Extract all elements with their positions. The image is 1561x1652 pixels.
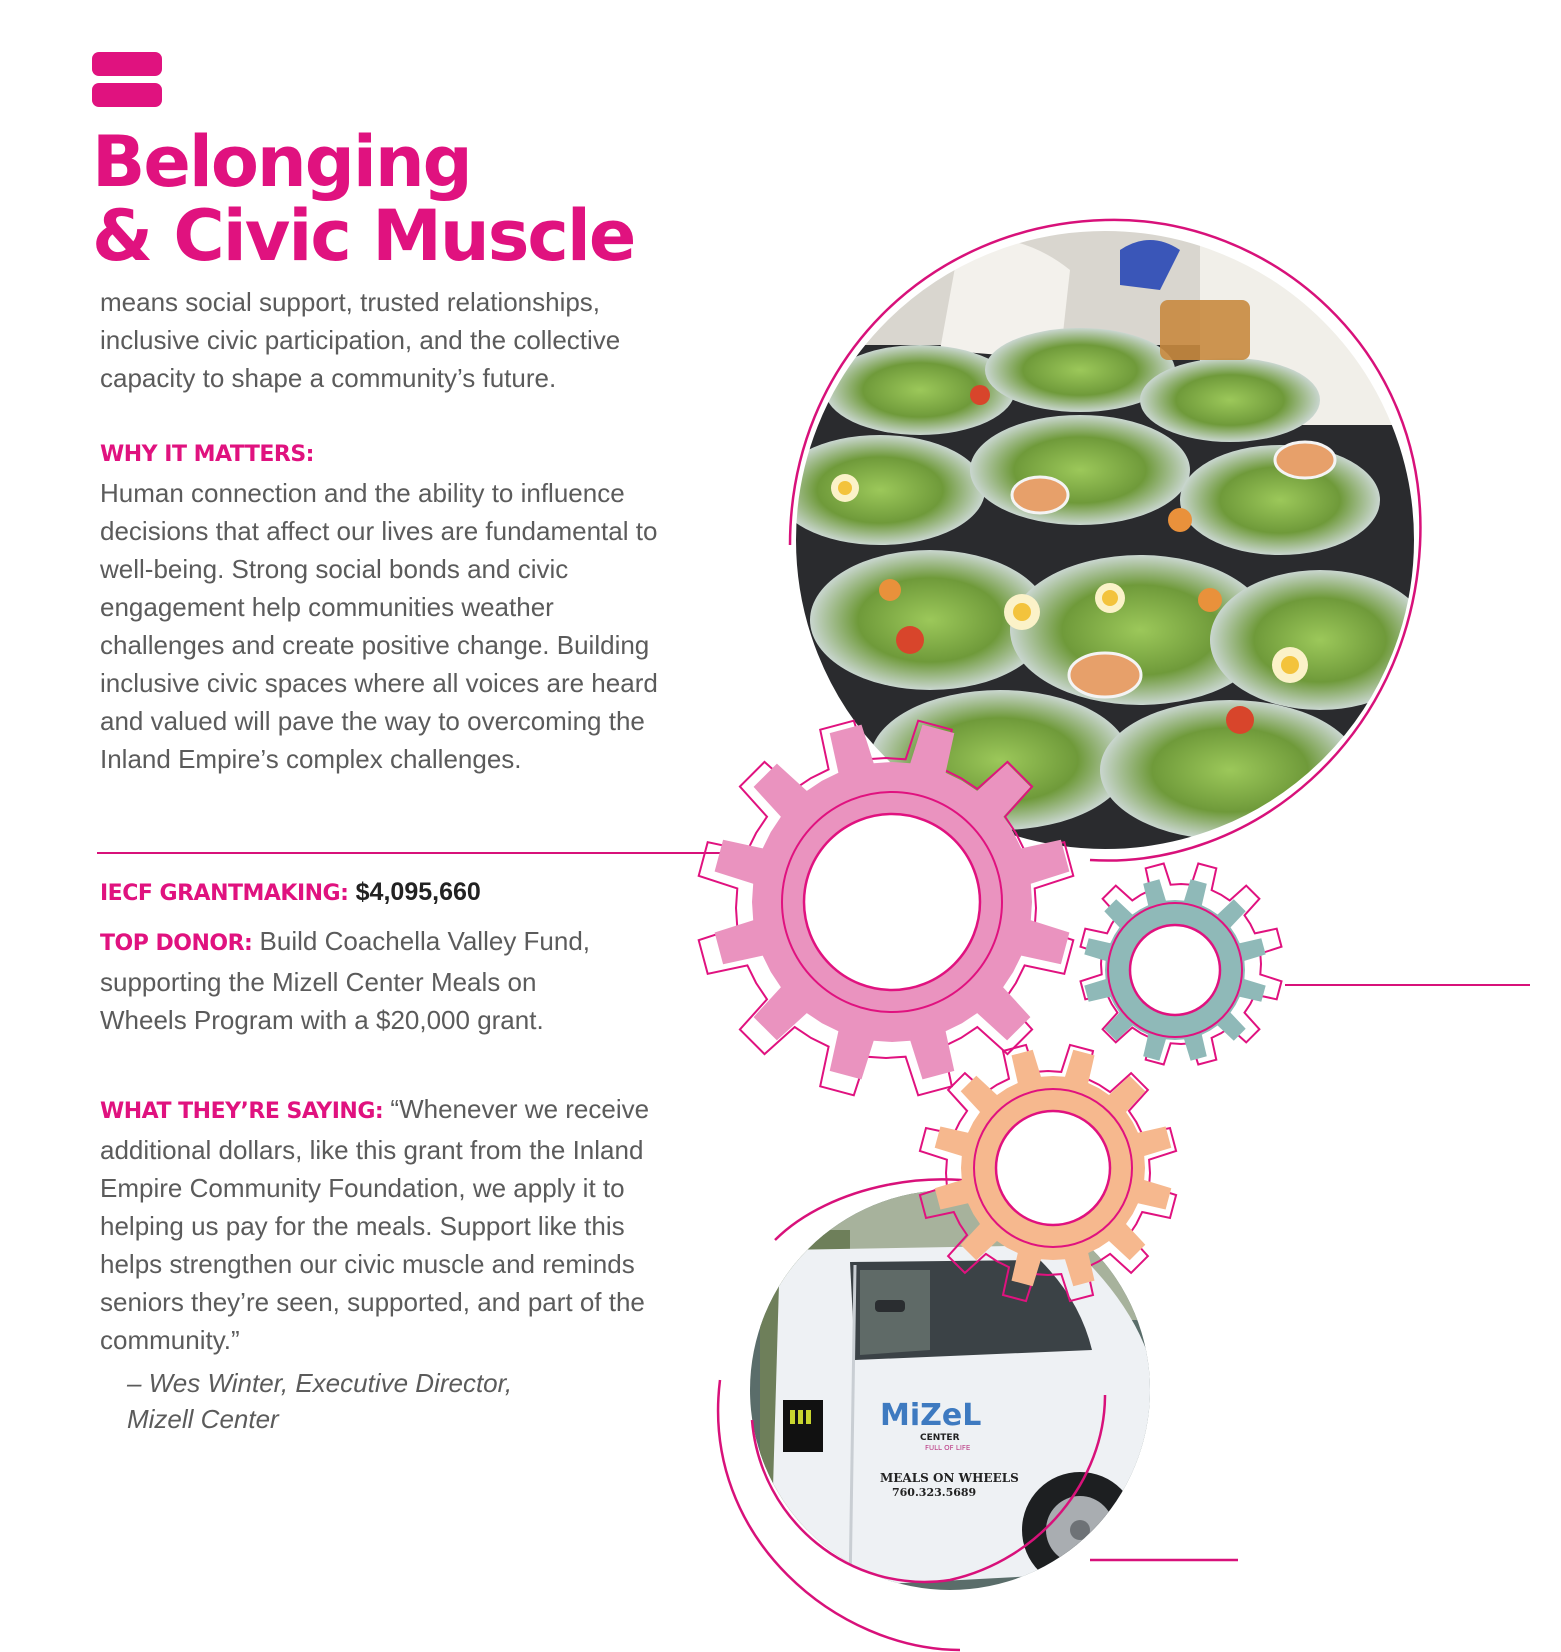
salad-outline: [1089, 218, 1422, 862]
salad-photo: [795, 230, 1415, 850]
grantmaking-value: $4,095,660: [355, 878, 481, 906]
top-donor-section: TOP DONOR: Build Coachella Valley Fund, …: [100, 922, 600, 1039]
quote-text: “Whenever we receive additional dollars,…: [100, 1094, 650, 1355]
van-sign-line-2: 760.323.5689: [892, 1486, 976, 1499]
section-icon-bar-top: [92, 52, 162, 76]
attribution-line-1: – Wes Winter, Executive Director,: [127, 1368, 513, 1398]
gear-orange-outline: [918, 1043, 1178, 1303]
van-sign-line-1: MEALS ON WHEELS: [880, 1471, 1019, 1485]
what-theyre-saying-label: WHAT THEY’RE SAYING:: [100, 1099, 384, 1124]
gear-teal-outline: [1079, 862, 1283, 1066]
van-tagline: FULL OF LIFE: [925, 1444, 970, 1452]
attribution-line-2: Mizell Center: [127, 1404, 279, 1434]
intro-paragraph: means social support, trusted relationsh…: [100, 287, 621, 393]
quote-attribution: – Wes Winter, Executive Director, Mizell…: [127, 1365, 647, 1437]
why-it-matters-section: WHY IT MATTERS: Human connection and the…: [100, 440, 660, 778]
why-it-matters-text: Human connection and the ability to infl…: [100, 478, 658, 774]
page-title: Belonging & Civic Muscle: [92, 121, 636, 277]
teal-gear: [1079, 862, 1283, 1066]
gear-pink-ring: [781, 791, 1003, 1013]
divider-rule-left: [97, 852, 787, 854]
gear-teal-ring: [1107, 902, 1243, 1038]
van-logo-text: MiZeL: [880, 1398, 981, 1433]
van-outer-arc: [716, 1379, 961, 1652]
gear-teal-hole: [1128, 923, 1222, 1017]
salad-details: [831, 300, 1337, 734]
section-icon-bar-bottom: [92, 83, 162, 107]
gear-pink-hole: [802, 812, 982, 992]
grantmaking-row: IECF GRANTMAKING: $4,095,660: [100, 872, 680, 913]
grantmaking-label: IECF GRANTMAKING:: [100, 881, 349, 906]
gear-pink-outline: [697, 719, 1075, 1097]
van-outline: [750, 1394, 1107, 1584]
why-it-matters-label: WHY IT MATTERS:: [100, 442, 314, 467]
title-line-1: Belonging: [92, 121, 473, 203]
top-donor-label: TOP DONOR:: [100, 931, 253, 956]
what-theyre-saying-section: WHAT THEY’RE SAYING: “Whenever we receiv…: [100, 1090, 660, 1359]
salad-outline-left: [788, 218, 1106, 546]
orange-gear: [918, 1043, 1178, 1303]
top-donor-text: Build Coachella Valley Fund, supporting …: [100, 926, 591, 1035]
gear-orange-hole: [994, 1109, 1112, 1227]
pink-gear: [697, 719, 1075, 1097]
title-line-2: & Civic Muscle: [92, 195, 636, 277]
gear-orange-ring: [973, 1088, 1133, 1248]
van-logo-sub: CENTER: [920, 1433, 960, 1443]
